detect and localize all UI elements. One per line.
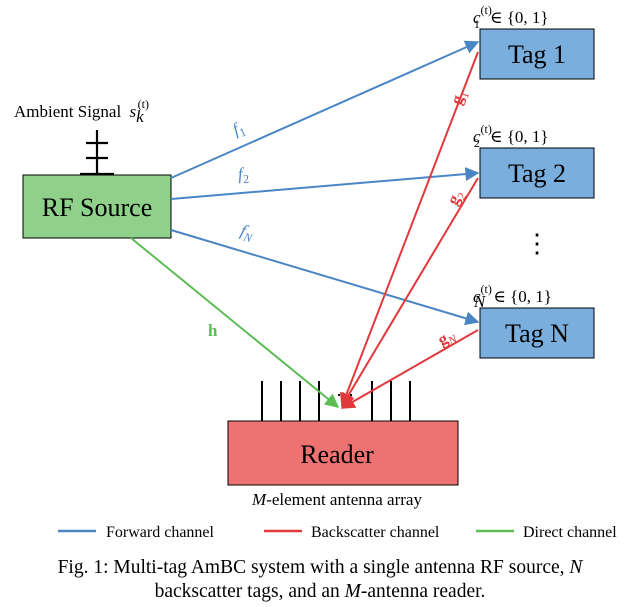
- antenna-array-caption: M-element antenna array: [251, 490, 422, 509]
- backscatter-link-g2: [341, 177, 479, 408]
- tag-1-box: [479, 28, 595, 80]
- tag-n-state: c(t)N∈ {0, 1}: [473, 282, 552, 311]
- caption-line-2: backscatter tags, and an M-antenna reade…: [154, 581, 486, 602]
- forward-link-f1: [170, 40, 480, 179]
- label-h: h: [208, 321, 218, 340]
- rf-source-box: [22, 174, 172, 239]
- tag-2-label: Tag 2: [508, 159, 566, 188]
- legend: Forward channel Backscatter channel Dire…: [58, 524, 617, 541]
- figure-caption: Fig. 1: Multi-tag AmBC system with a sin…: [0, 556, 640, 604]
- reader-label: Reader: [300, 440, 374, 469]
- tag-2-box: [479, 147, 595, 199]
- rf-source-antenna: [80, 130, 114, 176]
- tag-2-state: c(t)2∈ {0, 1}: [473, 122, 549, 150]
- label-f2: f2: [237, 164, 250, 187]
- direct-link-h: [130, 237, 340, 408]
- rf-source-label: RF Source: [42, 193, 153, 222]
- reader-box: [227, 420, 459, 486]
- tag-vdots: ⋮: [524, 229, 550, 258]
- label-g2: g2: [443, 186, 469, 210]
- legend-direct-label: Direct channel: [523, 524, 617, 541]
- label-g1: g1: [446, 87, 472, 108]
- tag-n-label: Tag N: [505, 319, 569, 348]
- forward-link-f2: [170, 167, 480, 200]
- forward-link-fn: [170, 229, 480, 326]
- tag-1-label: Tag 1: [508, 40, 566, 69]
- tag-1-state: c(t)1∈ {0, 1}: [473, 3, 549, 31]
- backscatter-link-gn: [340, 329, 479, 409]
- caption-line-1: Fig. 1: Multi-tag AmBC system with a sin…: [57, 557, 583, 578]
- legend-backscatter-label: Backscatter channel: [311, 524, 440, 541]
- legend-forward-label: Forward channel: [106, 524, 215, 541]
- label-f1: f1: [230, 117, 249, 141]
- label-fn: fN: [238, 221, 258, 246]
- tag-n-box: [479, 307, 595, 359]
- ambient-signal-label: Ambient Signal sk(t): [14, 97, 149, 126]
- reader-antenna-array: [261, 381, 411, 421]
- backscatter-link-g1: [339, 51, 479, 408]
